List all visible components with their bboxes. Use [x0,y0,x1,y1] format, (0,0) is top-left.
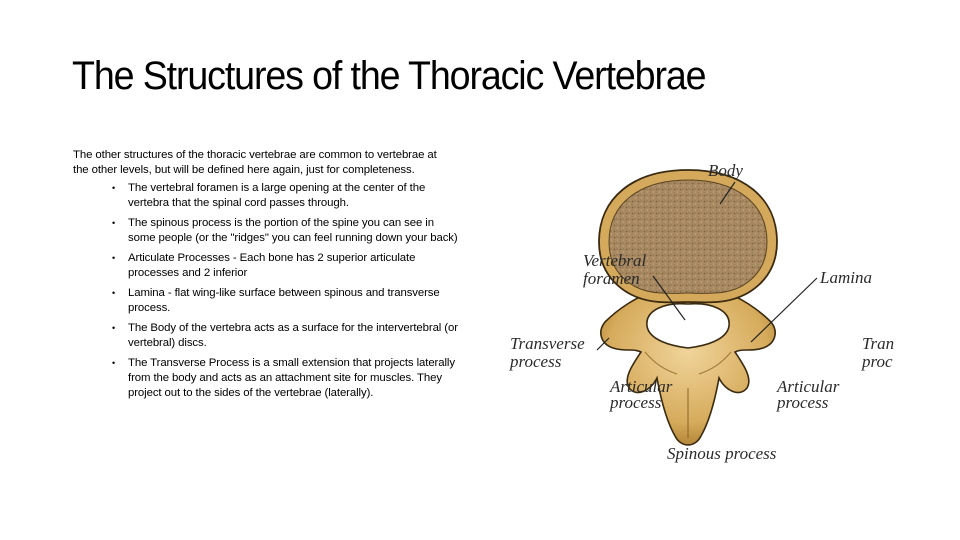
bullet-item-vertebral-foramen: • The vertebral foramen is a large openin… [110,181,458,211]
leader-line-transverse-left [596,337,610,351]
bullet-icon: • [112,288,116,298]
bullet-text: The Body of the vertebra acts as a surfa… [128,322,458,349]
bullet-icon: • [112,183,116,193]
intro-paragraph: The other structures of the thoracic ver… [73,149,437,176]
label-spinous-process: Spinous process [667,444,777,463]
label-vertebral-foramen-line1: Vertebral [583,251,647,270]
label-transverse-process-right-line2: proc [861,352,893,371]
leader-lines [596,181,818,351]
label-articular-process-right-line1: Articular [776,377,840,396]
lamina-shading-left [644,351,678,375]
label-lamina: Lamina [819,268,872,287]
slide-title: The Structures of the Thoracic Vertebrae [72,54,707,98]
vertebra-illustration: Body Vertebral foramen Lamina Transverse… [509,161,894,463]
label-body: Body [708,161,743,180]
vertebra-diagram: Body Vertebral foramen Lamina Transverse… [505,152,900,470]
bullet-list: • The vertebral foramen is a large openin… [73,181,463,401]
label-transverse-process-left-line2: process [509,352,562,371]
label-transverse-process-left-line1: Transverse [510,334,585,353]
vertebral-arch-shape [600,289,776,446]
label-vertebral-foramen-line2: foramen [583,269,640,288]
label-articular-process-right-line2: process [776,393,829,412]
vertebral-body-core [608,179,768,294]
vertebral-body [598,169,778,304]
text-content: The other structures of the thoracic ver… [73,148,463,406]
bullet-item-articulate-processes: • Articulate Processes - Each bone has 2 … [110,251,458,281]
label-articular-process-left-line1: Articular [609,377,673,396]
bullet-item-spinous-process: • The spinous process is the portion of t… [110,216,458,246]
bullet-text: The Transverse Process is a small extens… [128,357,455,399]
vertebral-foramen-shape [646,302,730,349]
vertebral-arch [600,289,776,446]
bullet-item-lamina: • Lamina - flat wing-like surface between… [110,286,458,316]
lamina-shading-right [698,351,732,375]
bullet-item-transverse-process: • The Transverse Process is a small exten… [110,356,458,401]
leader-line-foramen [652,275,686,321]
label-transverse-process-right-line1: Tran [862,334,894,353]
bullet-text: The vertebral foramen is a large opening… [128,182,426,209]
leader-line-body [719,181,736,205]
bullet-item-body: • The Body of the vertebra acts as a surf… [110,321,458,351]
bullet-icon: • [112,218,116,228]
bullet-icon: • [112,253,116,263]
bullet-text: Articulate Processes - Each bone has 2 s… [128,252,416,279]
bullet-text: The spinous process is the portion of th… [128,217,458,244]
leader-line-lamina [750,277,818,343]
bullet-text: Lamina - flat wing-like surface between … [128,287,440,314]
bullet-icon: • [112,358,116,368]
bullet-icon: • [112,323,116,333]
label-articular-process-left-line2: process [609,393,662,412]
